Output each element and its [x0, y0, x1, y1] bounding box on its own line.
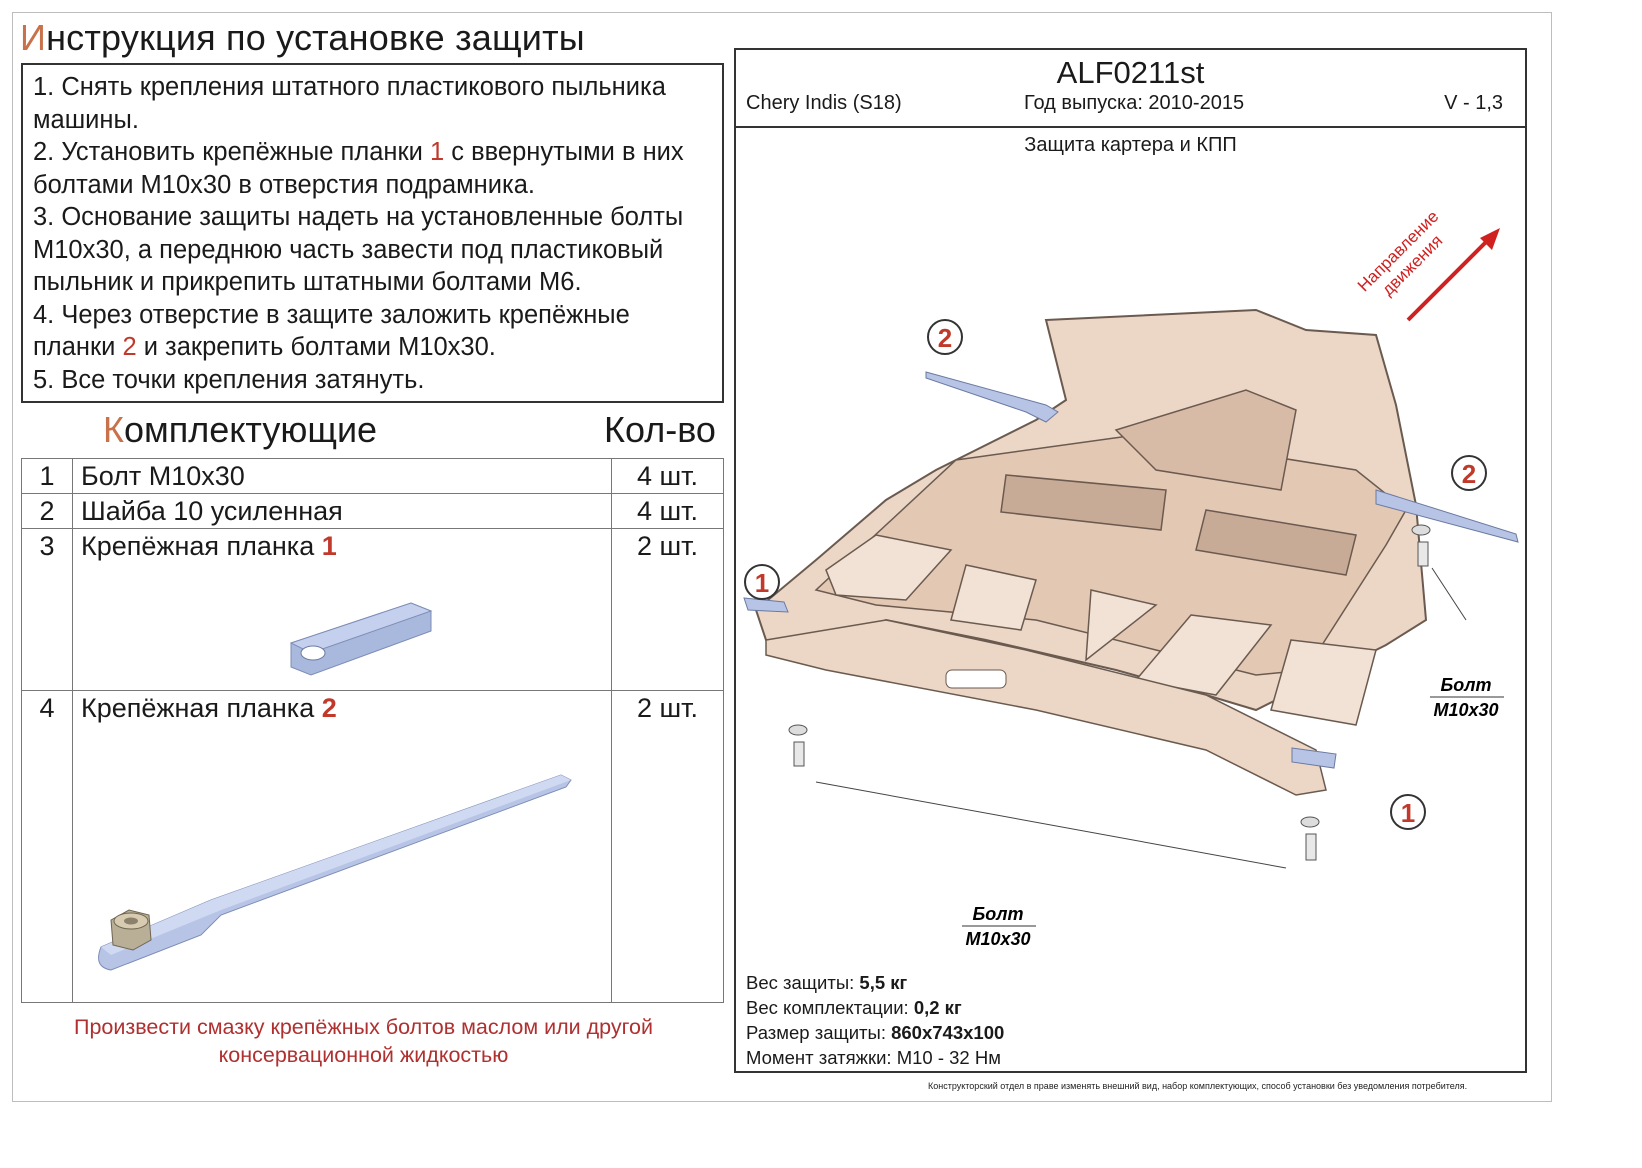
- direction-label: Направление движения: [1354, 207, 1446, 299]
- item-name: Шайба 10 усиленная: [81, 496, 343, 526]
- spec-label: Вес защиты:: [746, 972, 860, 993]
- spec-label: Вес комплектации:: [746, 997, 914, 1018]
- item-name-text: Крепёжная планка: [81, 531, 322, 561]
- instruction-steps: 1. Снять крепления штатного пластикового…: [21, 63, 724, 403]
- callout-plank-2: 2 2: [927, 319, 1487, 491]
- bolt-icon: [788, 524, 1431, 861]
- item-name: Крепёжная планка 1: [81, 529, 611, 563]
- spec-value: М10 - 32 Нм: [896, 1047, 1001, 1068]
- table-row: 2 Шайба 10 усиленная 4 шт.: [21, 493, 724, 529]
- lubrication-note: Произвести смазку крепёжных болтов масло…: [74, 1015, 653, 1067]
- step-2-text: 2. Установить крепёжные планки: [33, 138, 430, 166]
- bolt-label-bottom: Болт М10х30: [962, 904, 1036, 949]
- item-name-text: Крепёжная планка: [81, 693, 322, 723]
- spec-label: Размер защиты:: [746, 1022, 892, 1043]
- spec-value: 5,5 кг: [859, 972, 908, 993]
- callout-plank-1: 1 1: [744, 564, 1426, 830]
- nut-icon: [110, 909, 152, 951]
- svg-text:1: 1: [755, 568, 769, 598]
- components-table: 1 Болт М10х30 4 шт. 2 Шайба 10 усиленная…: [21, 458, 724, 1003]
- item-name: Крепёжная планка 2: [81, 691, 611, 725]
- spec-row: Вес комплектации: 0,2 кг: [746, 995, 1004, 1020]
- spec-row: Вес защиты: 5,5 кг: [746, 970, 1004, 995]
- title-text: нструкция по установке защиты: [46, 17, 585, 58]
- spec-row: Момент затяжки: М10 - 32 Нм: [746, 1045, 1004, 1070]
- item-tag: 2: [321, 693, 337, 723]
- item-number: 2: [39, 496, 55, 526]
- page-frame: [12, 12, 1552, 1102]
- item-qty: 2 шт.: [636, 693, 699, 723]
- item-number: 4: [39, 693, 55, 723]
- svg-text:М10х30: М10х30: [965, 929, 1030, 949]
- plank-2-part: [925, 371, 1519, 543]
- svg-text:Болт: Болт: [1441, 675, 1492, 695]
- product-specs: Вес защиты: 5,5 кг Вес комплектации: 0,2…: [746, 970, 1004, 1070]
- item-qty: 4 шт.: [636, 496, 699, 526]
- direction-arrow-icon: [1406, 228, 1500, 322]
- components-heading-text: омплектующие: [123, 409, 378, 450]
- disclaimer: Конструкторский отдел в праве изменять в…: [928, 1081, 1468, 1091]
- spec-row: Размер защиты: 860x743x100: [746, 1020, 1004, 1045]
- step-2-text-end: с ввернутыми в них болтами М10х30 в отве…: [33, 138, 684, 199]
- table-row: 4 Крепёжная планка 2 2 шт.: [21, 690, 724, 1003]
- plank-1-illustration: [289, 602, 433, 676]
- assembly-diagram: Направление движения: [743, 207, 1519, 949]
- svg-text:1: 1: [1401, 798, 1415, 828]
- spec-label: Момент затяжки:: [746, 1047, 897, 1068]
- table-row: 3 Крепёжная планка 1 2 шт.: [21, 528, 724, 691]
- item-qty: 2 шт.: [636, 531, 699, 561]
- production-years: Год выпуска: 2010-2015: [1024, 92, 1245, 114]
- step-1: 1. Снять крепления штатного пластикового…: [33, 73, 666, 134]
- item-number: 3: [39, 531, 55, 561]
- spec-value: 860x743x100: [891, 1022, 1005, 1043]
- quantity-heading: Кол-во: [604, 409, 716, 450]
- svg-text:2: 2: [1462, 459, 1476, 489]
- step-2-plank-ref: 1: [429, 138, 445, 166]
- step-4-text-end: и закрепить болтами М10х30.: [136, 333, 496, 361]
- product-code: ALF0211st: [1056, 55, 1205, 90]
- plank-2-illustration: [98, 774, 572, 971]
- product-panel: ALF0211st Chery Indis (S18) Год выпуска:…: [734, 48, 1527, 1073]
- step-3: 3. Основание защиты надеть на установлен…: [33, 203, 684, 296]
- title-initial: И: [20, 17, 47, 58]
- skid-plate: [754, 308, 1428, 796]
- bolt-label-right: Болт М10х30: [1430, 675, 1504, 720]
- engine-version: V - 1,3: [1444, 92, 1503, 114]
- table-row: 1 Болт М10х30 4 шт.: [21, 458, 724, 494]
- plank-1-part: [743, 597, 1337, 769]
- car-model: Chery Indis (S18): [746, 92, 902, 114]
- spec-value: 0,2 кг: [913, 997, 962, 1018]
- item-qty: 4 шт.: [636, 461, 699, 491]
- step-4: 4. Через отверстие в защите заложить кре…: [33, 299, 714, 364]
- step-4-text: 4. Через отверстие в защите заложить кре…: [33, 300, 630, 362]
- item-tag: 1: [321, 531, 337, 561]
- item-name: Болт М10х30: [81, 461, 245, 491]
- svg-text:Болт: Болт: [973, 904, 1024, 924]
- step-4-plank-ref: 2: [122, 333, 137, 361]
- svg-text:М10х30: М10х30: [1433, 700, 1498, 720]
- product-subtitle: Защита картера и КПП: [1024, 134, 1237, 156]
- item-number: 1: [39, 461, 55, 491]
- page-title: Инструкция по установке защиты: [20, 16, 585, 60]
- step-2: 2. Установить крепёжные планки 1 с вверн…: [33, 136, 714, 201]
- components-heading: Комплектующие: [103, 408, 377, 452]
- components-heading-initial: К: [103, 409, 124, 450]
- step-5: 5. Все точки крепления затянуть.: [33, 365, 425, 394]
- product-header: ALF0211st Chery Indis (S18) Год выпуска:…: [736, 50, 1525, 128]
- svg-text:2: 2: [938, 323, 952, 353]
